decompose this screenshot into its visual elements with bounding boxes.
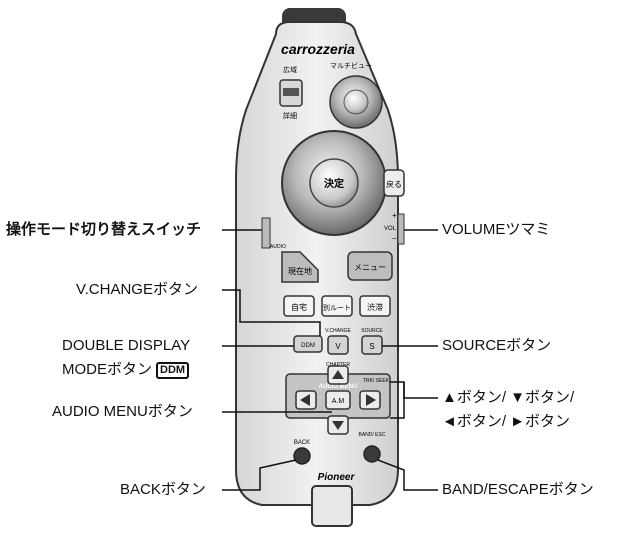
wide-label: 広域 — [283, 65, 297, 74]
menu-label: メニュー — [354, 263, 386, 272]
vol-label: VOL — [384, 226, 397, 232]
mode-switch[interactable] — [261, 217, 271, 249]
trk-seek-label: TRK/ SEEK — [363, 378, 390, 384]
brand-logo: carrozzeria — [281, 41, 355, 57]
traffic-button[interactable] — [359, 295, 391, 317]
v-key-label: V — [335, 342, 341, 351]
band-escape-button[interactable] — [363, 445, 381, 463]
callout-source: SOURCEボタン — [442, 337, 552, 354]
current-location-button[interactable] — [281, 251, 319, 283]
leader-band-escape — [377, 459, 438, 491]
leader-back — [222, 459, 297, 491]
audio-switch-label: AUDIO — [270, 244, 286, 250]
callout-back: BACKボタン — [120, 481, 206, 498]
audio-menu-label: AUDIO MENU — [319, 384, 358, 390]
chapter-label: CHAPTER — [326, 362, 350, 368]
leader-arrows-lower — [390, 382, 405, 419]
callout-ddm-text: MODEボタン — [62, 361, 153, 378]
callout-v-change: V.CHANGEボタン — [76, 281, 198, 298]
band-esc-label: BAND/ ESC — [359, 432, 386, 438]
ddm-badge: DDM — [156, 362, 190, 379]
left-arrow-icon — [300, 394, 310, 406]
enter-label: 決定 — [324, 177, 344, 190]
callout-mode-switch: 操作モード切り替えスイッチ — [6, 221, 202, 238]
multiview-label: マルチビュー — [330, 61, 372, 70]
s-key-label: S — [369, 342, 374, 351]
vchange-label: V.CHANGE — [325, 328, 351, 334]
leader-v-change — [222, 289, 321, 336]
down-arrow-icon — [332, 421, 344, 430]
enter-button[interactable] — [309, 158, 359, 208]
back-label: BACK — [294, 440, 310, 446]
callout-audio-menu: AUDIO MENUボタン — [52, 403, 193, 420]
v-change-button[interactable] — [327, 335, 349, 355]
leader-lines — [222, 229, 438, 491]
back-button[interactable] — [293, 447, 311, 465]
current-location-label: 現在地 — [288, 266, 312, 276]
return-button[interactable] — [383, 169, 405, 197]
callout-arrows-line1: ▲ボタン/ ▼ボタン/ — [442, 389, 575, 406]
am-key-label: A.M — [332, 398, 345, 405]
zoom-switch-thumb — [283, 88, 299, 96]
home-label: 自宅 — [291, 302, 307, 312]
menu-button[interactable] — [347, 251, 393, 281]
volume-knob[interactable] — [397, 213, 405, 245]
callout-volume: VOLUMEツマミ — [442, 221, 551, 238]
maker-logo: Pioneer — [318, 472, 356, 483]
callout-arrows-line2: ◄ボタン/ ►ボタン — [442, 413, 571, 430]
alt-route-button[interactable] — [321, 295, 353, 317]
traffic-label: 渋滞 — [367, 302, 383, 312]
up-arrow-icon — [332, 370, 344, 379]
strap-loop — [311, 485, 353, 527]
vol-minus: − — [392, 234, 397, 243]
vol-plus: + — [392, 211, 397, 220]
return-label: 戻る — [386, 179, 402, 189]
source-label: SOURCE — [361, 328, 383, 334]
ddm-button[interactable] — [293, 335, 323, 353]
multi-joystick-center[interactable] — [343, 89, 369, 115]
callout-ddm-line1: DOUBLE DISPLAY — [62, 337, 191, 354]
audio-menu-button[interactable] — [325, 390, 351, 410]
home-button[interactable] — [283, 295, 315, 317]
alt-route-label: 別ルート — [323, 303, 351, 312]
callout-band-escape: BAND/ESCAPEボタン — [442, 481, 594, 498]
source-button[interactable] — [361, 335, 383, 355]
detail-label: 詳細 — [283, 111, 297, 120]
ddm-key-label: DDM — [301, 343, 315, 349]
right-arrow-icon — [366, 394, 376, 406]
